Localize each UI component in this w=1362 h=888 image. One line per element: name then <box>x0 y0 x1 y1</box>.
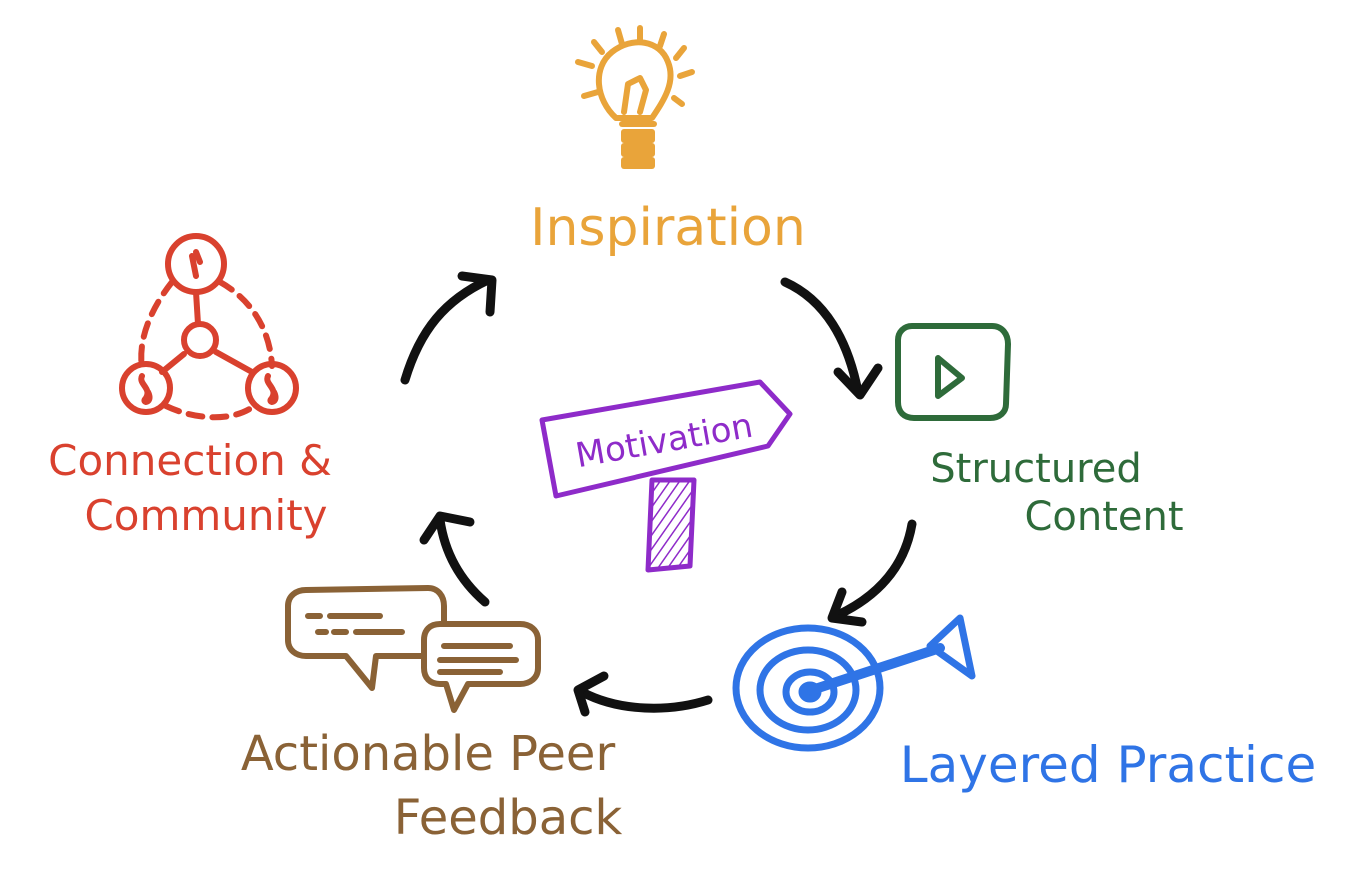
structured-content-label-line1: Structured <box>930 446 1141 492</box>
peer-feedback-label-line1: Actionable Peer <box>241 726 616 782</box>
target-dart-icon <box>732 614 976 752</box>
structured-content-label-line2: Content <box>1024 494 1183 540</box>
cycle-arrows <box>400 271 917 717</box>
arrow-feedback-to-community <box>419 511 490 607</box>
center-motivation: Motivation <box>539 379 793 573</box>
layered-practice-label: Layered Practice <box>900 736 1316 794</box>
stage-structured-content: Structured Content <box>895 323 1184 540</box>
arrow-inspiration-to-content <box>780 277 883 400</box>
arrow-practice-to-feedback <box>573 671 713 717</box>
peer-feedback-label-line2: Feedback <box>394 790 623 846</box>
arrow-community-to-inspiration <box>400 271 497 385</box>
arrow-content-to-practice <box>827 519 917 627</box>
stage-inspiration: Inspiration <box>530 25 806 258</box>
network-nodes-icon <box>119 233 299 421</box>
lightbulb-icon <box>575 25 695 169</box>
video-play-icon <box>895 323 1011 421</box>
community-label-line1: Connection & <box>48 436 332 485</box>
community-label-line2: Community <box>84 491 327 540</box>
stage-peer-feedback: Actionable Peer Feedback <box>241 585 623 846</box>
speech-bubbles-icon <box>285 585 541 713</box>
inspiration-label: Inspiration <box>530 198 806 258</box>
stage-layered-practice: Layered Practice <box>732 614 1316 794</box>
signpost-icon <box>539 379 793 573</box>
stage-community: Connection & Community <box>48 233 332 540</box>
